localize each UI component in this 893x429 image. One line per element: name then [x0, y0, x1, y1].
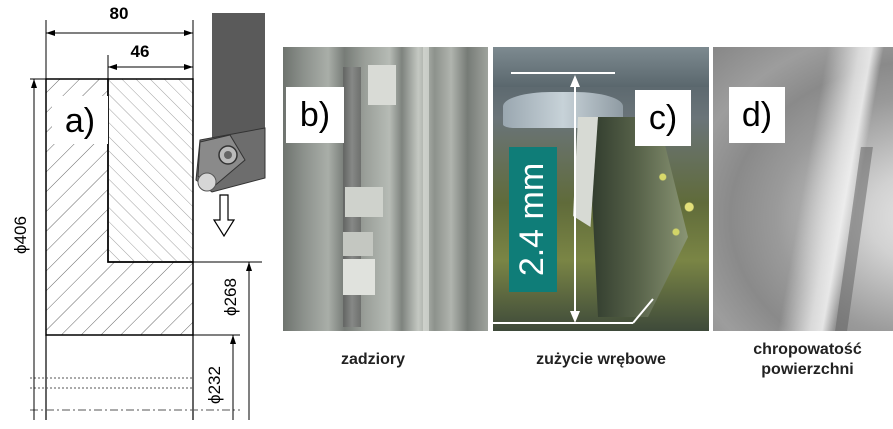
panel-label-b: b) [286, 87, 344, 143]
panel-label-a: a) [65, 102, 95, 140]
dim-80: 80 [110, 4, 129, 23]
feed-arrow-icon [212, 194, 236, 238]
caption-burrs: zadziory [340, 351, 405, 368]
dim-232: ϕ232 [205, 366, 224, 404]
measurement-label: 2.4 mm [509, 147, 557, 292]
photo-burrs: b) [283, 47, 488, 331]
dim-406: ϕ406 [11, 216, 30, 254]
caption-notch-wear: zużycie wrębowe [536, 351, 666, 368]
panel-label-c: c) [635, 90, 691, 146]
measurement-lines [493, 72, 654, 324]
dim-46: 46 [131, 42, 150, 61]
technical-drawing: 80 46 ϕ406 ϕ268 ϕ232 a) [11, 4, 266, 420]
turning-tool-icon [195, 13, 266, 193]
panel-label-d: d) [729, 87, 785, 143]
caption-surface-roughness: chropowatość powierzchni [753, 341, 862, 378]
photo-notch-wear: 2.4 mm c) [493, 47, 709, 331]
photo-surface-roughness: d) [713, 47, 893, 331]
dim-268: ϕ268 [221, 278, 240, 316]
removed-material [107, 78, 194, 263]
